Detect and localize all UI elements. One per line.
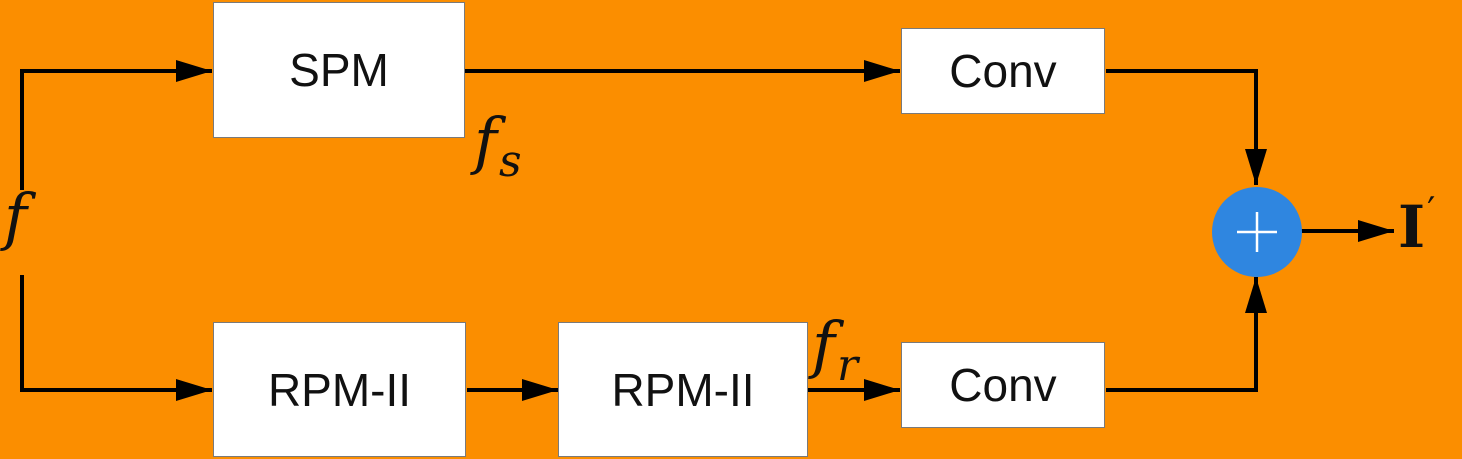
conv-block-bottom: Conv <box>901 342 1105 428</box>
output-label: I′ <box>1398 194 1435 257</box>
rpm-ii-label-1: RPM-II <box>267 363 412 416</box>
spm-label: SPM <box>289 44 389 96</box>
input-label-f: f <box>4 180 27 253</box>
plus-icon <box>1237 212 1277 252</box>
rpm-ii-block-2: RPM-II <box>558 322 808 457</box>
rpm-ii-block-1: RPM-II <box>213 322 466 457</box>
fr-label: fr <box>812 314 858 388</box>
edge-input-to-spm <box>20 60 212 190</box>
fr-subscript: r <box>836 340 858 391</box>
edge-conv-top-to-sum <box>1106 69 1267 185</box>
conv-block-top: Conv <box>901 28 1105 114</box>
output-prime: ′ <box>1427 191 1436 232</box>
edge-input-to-rpm1 <box>20 275 212 401</box>
spm-block: SPM <box>213 2 465 138</box>
sum-node <box>1212 187 1302 277</box>
output-symbol: I <box>1398 193 1426 261</box>
fr-base: f <box>812 308 835 381</box>
fs-label: fs <box>474 110 522 184</box>
rpm-ii-label-2: RPM-II <box>611 363 755 416</box>
conv-label-bottom: Conv <box>949 359 1057 411</box>
fs-subscript: s <box>498 136 522 187</box>
conv-label-top: Conv <box>949 45 1057 97</box>
fs-base: f <box>474 104 497 177</box>
edge-conv-bottom-to-sum <box>1106 277 1267 392</box>
